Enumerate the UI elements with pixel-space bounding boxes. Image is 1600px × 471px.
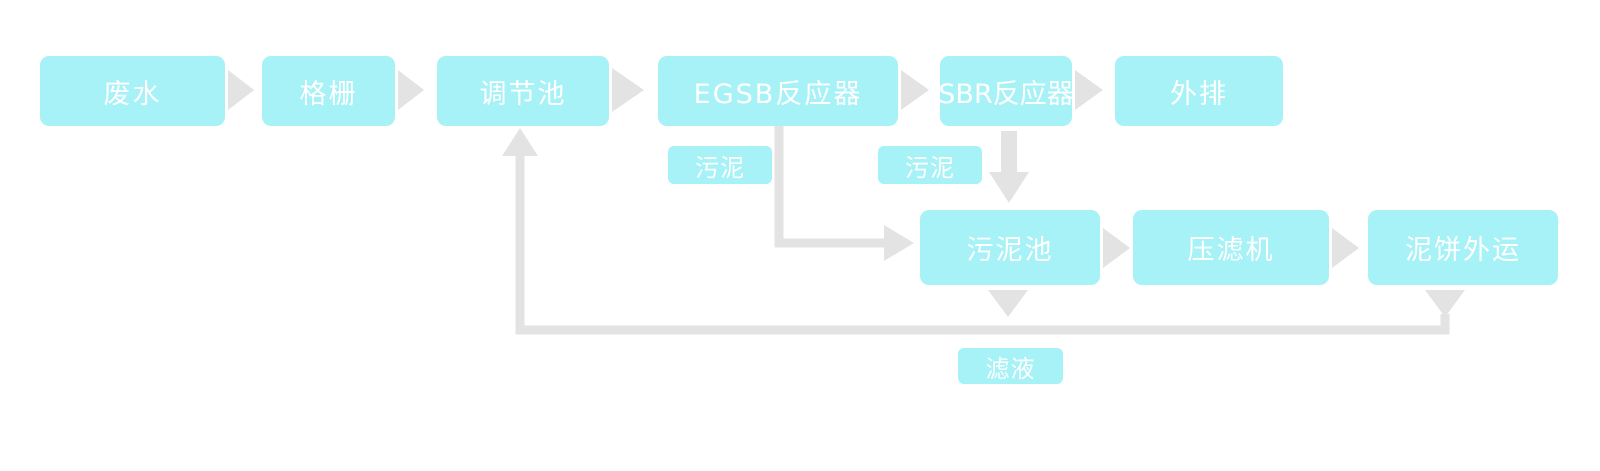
node-sbr-reactor: SBR反应器 <box>938 56 1074 126</box>
node-sbr-reactor-label: SBR反应器 <box>938 78 1074 110</box>
arrow-egsb-to-sbr <box>901 70 929 110</box>
label-filtrate: 滤液 <box>958 348 1063 384</box>
label-sludge-from-egsb-text: 污泥 <box>695 153 745 182</box>
node-discharge-label: 外排 <box>1170 78 1228 110</box>
node-egsb-reactor-label: EGSB反应器 <box>693 78 863 110</box>
node-mud-cake-out: 泥饼外运 <box>1368 210 1558 285</box>
node-regulating-tank: 调节池 <box>437 56 609 126</box>
node-egsb-reactor: EGSB反应器 <box>658 56 898 126</box>
node-filter-press-label: 压滤机 <box>1187 235 1275 266</box>
label-sludge-from-sbr: 污泥 <box>878 146 982 184</box>
label-sludge-from-sbr-text: 污泥 <box>905 153 955 182</box>
node-filter-press: 压滤机 <box>1133 210 1329 285</box>
arrow-filter-press-to-mud-cake <box>1332 228 1359 268</box>
arrow-sludge-tank-to-filter-press <box>1103 228 1130 268</box>
arrow-filtrate-into-regulating-tank <box>502 128 538 156</box>
node-sludge-tank-label: 污泥池 <box>966 235 1054 266</box>
arrow-egsb-sludge-into-tank <box>884 225 914 261</box>
line-filtrate-return <box>515 150 1450 335</box>
node-discharge: 外排 <box>1115 56 1283 126</box>
line-egsb-to-sludge-tank <box>774 126 884 248</box>
arrow-mud-cake-filtrate-down <box>1425 290 1465 317</box>
node-wastewater-label: 废水 <box>103 78 162 110</box>
arrow-regulating-tank-to-egsb <box>612 68 644 112</box>
node-wastewater: 废水 <box>40 56 225 126</box>
arrow-sbr-sludge-into-tank <box>989 172 1029 203</box>
node-regulating-tank-label: 调节池 <box>479 78 567 110</box>
arrow-sbr-to-discharge <box>1075 70 1103 110</box>
line-sbr-to-sludge-tank <box>1001 131 1017 175</box>
node-mud-cake-out-label: 泥饼外运 <box>1405 235 1521 266</box>
arrow-wastewater-to-grid <box>228 70 254 110</box>
arrow-grid-to-regulating-tank <box>398 70 424 110</box>
label-filtrate-text: 滤液 <box>985 354 1036 383</box>
arrow-sludge-tank-filtrate-down <box>988 290 1028 317</box>
node-grid-screen-label: 格栅 <box>299 78 358 110</box>
node-grid-screen: 格栅 <box>262 56 395 126</box>
node-sludge-tank: 污泥池 <box>920 210 1100 285</box>
label-sludge-from-egsb: 污泥 <box>668 146 772 184</box>
